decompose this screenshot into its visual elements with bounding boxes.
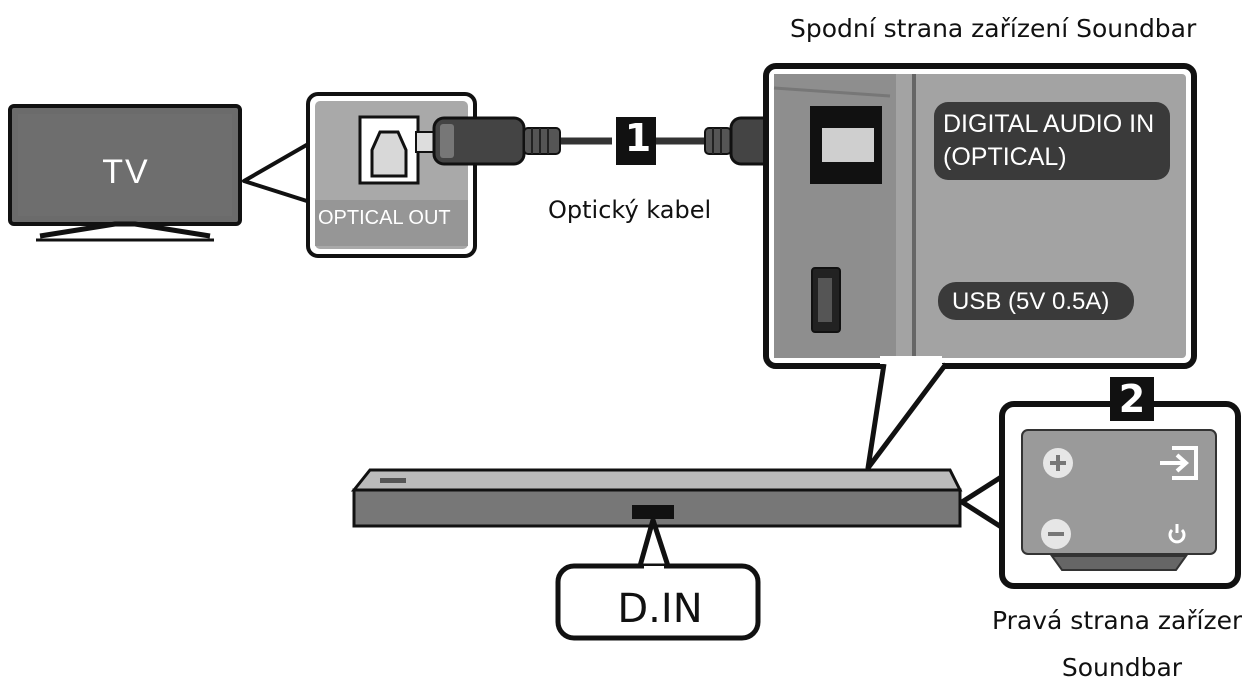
step-1-number: 1 <box>624 116 652 160</box>
tv-callout-pointer <box>242 141 311 204</box>
usb-label: USB (5V 0.5A) <box>952 288 1110 315</box>
step-1-badge <box>616 117 656 165</box>
digital-audio-in-label: DIGITAL AUDIO IN <box>943 110 1155 138</box>
soundbar <box>350 468 963 528</box>
usb-port-icon <box>811 267 841 333</box>
right-side-panel <box>999 401 1241 589</box>
right-side-caption-line2: Soundbar <box>1061 653 1183 682</box>
input-source-icon <box>1160 446 1198 480</box>
bottom-panel-pointer <box>865 362 948 471</box>
soundbar-bottom-caption: Spodní strana zařízení Soundbar <box>790 14 1197 43</box>
minus-icon <box>1041 519 1071 549</box>
power-icon <box>1168 524 1186 544</box>
optical-port-icon <box>358 115 420 185</box>
d-in-callout <box>555 517 761 641</box>
right-side-caption-line1: Pravá strana zařízení <box>992 606 1242 635</box>
tv <box>8 104 242 242</box>
right-side-caption: Pravá strana zařízení Soundbar <box>992 608 1242 680</box>
d-in-label: D.IN <box>617 586 703 632</box>
optical-out-label: OPTICAL OUT <box>318 207 451 229</box>
step-2-badge <box>1110 377 1154 421</box>
tv-label: TV <box>102 153 150 191</box>
optical-input-port-icon <box>810 106 882 184</box>
right-panel-pointer <box>959 471 1008 533</box>
step-2-number: 2 <box>1118 377 1146 421</box>
optical-label: (OPTICAL) <box>943 143 1067 171</box>
plus-icon <box>1043 448 1073 478</box>
cable-label: Optický kabel <box>548 196 712 224</box>
